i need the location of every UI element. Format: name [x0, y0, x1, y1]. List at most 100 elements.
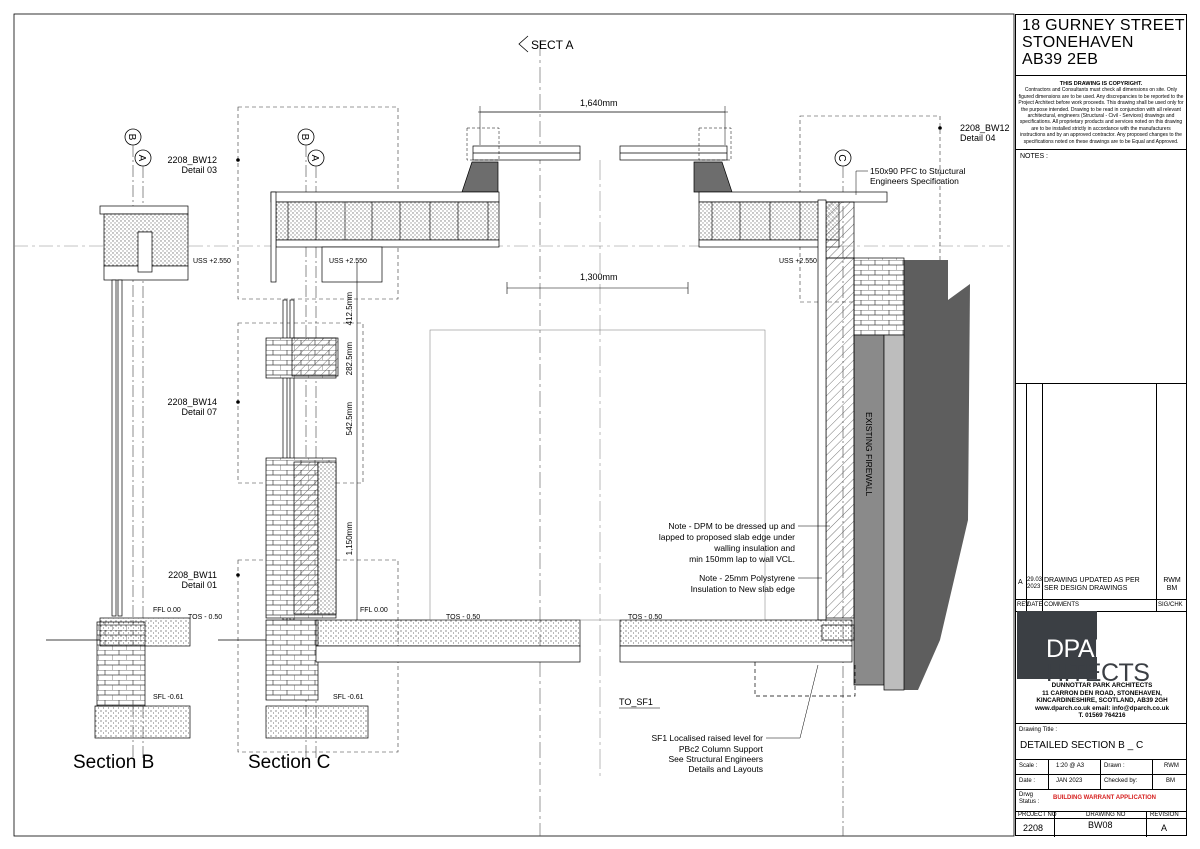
title-block: 18 GURNEY STREET STONEHAVEN AB39 2EB THI… [1015, 14, 1187, 837]
rev-date: 29.03 2023 [1027, 577, 1043, 590]
roof-far-left [99, 205, 189, 281]
grid-bubbles: B A B A C [124, 128, 852, 167]
dim-282: 282.5mm [345, 342, 354, 376]
note-pfc-1: 150x90 PFC to Structural [870, 166, 966, 176]
section-c-wall [265, 299, 339, 701]
project-no-value: 2208 [1023, 823, 1044, 833]
dim-1640: 1,640mm [580, 98, 618, 108]
sect-a-label: SECT A [531, 38, 573, 52]
date-value: JAN 2023 [1056, 778, 1083, 784]
section-c-title: Section C [248, 752, 330, 773]
level-uss-3: USS +2.550 [779, 258, 817, 265]
dim-1150: 1,150mm [345, 522, 354, 556]
revision-label: REVISION [1150, 812, 1179, 818]
drawing-title-label: Drawing Title : [1019, 727, 1058, 733]
dim-542: 542.5mm [345, 402, 354, 436]
level-tos-3: TOS - 0.50 [628, 614, 662, 621]
detail-ref-bw12b-code: 2208_BW12 [960, 123, 1010, 133]
drawn-label: Drawn : [1104, 763, 1125, 769]
drawing-no-value: BW08 [1088, 820, 1113, 830]
rooflight [461, 106, 733, 193]
firewall-label: EXISTING FIREWALL [864, 412, 874, 497]
note-poly-1: Note - 25mm Polystyrene [699, 573, 795, 583]
checked-label: Checked by: [1104, 778, 1138, 784]
checked-value: BM [1166, 778, 1175, 784]
rev-header-comments: COMMENTS [1044, 602, 1079, 608]
notes-label: NOTES : [1020, 153, 1049, 160]
level-to-sf1: TO_SF1 [619, 697, 653, 707]
address-line-3: AB39 2EB [1022, 51, 1099, 68]
floor-slabs [94, 617, 856, 739]
level-sfl-2: SFL -0.61 [333, 694, 364, 701]
company-line-1: DUNNOTTAR PARK ARCHITECTS [1051, 682, 1153, 689]
rev-sig: RWM BM [1163, 577, 1181, 592]
level-uss-1: USS +2.550 [193, 258, 231, 265]
copyright-heading: THIS DRAWING IS COPYRIGHT. [1059, 81, 1143, 87]
note-dpm-3: walling insulation and [713, 543, 795, 553]
level-tos-1: TOS - 0.50 [188, 614, 222, 621]
level-ffl-1: FFL 0.00 [153, 607, 181, 614]
detail-ref-bw12b-detail: Detail 04 [960, 133, 996, 143]
company-line-5: T. 01569 764216 [1078, 712, 1126, 720]
detail-ref-bw14-detail: Detail 07 [181, 407, 217, 417]
company-line-4: www.dparch.co.uk email: info@dparch.co.u… [1035, 704, 1169, 712]
section-b-title: Section B [73, 752, 154, 773]
detail-ref-bw11-detail: Detail 01 [181, 580, 217, 590]
note-pfc-2: Engineers Specification [870, 176, 959, 186]
address-line-1: 18 GURNEY STREET [1022, 17, 1185, 34]
company-logo [1017, 611, 1097, 679]
rev-header-sig: SIG/CHK [1158, 602, 1183, 608]
logo-wordmark: DPARC HITECTS [1046, 635, 1150, 686]
company-line-3: KINCARDINESHIRE, SCOTLAND, AB39 2GH [1036, 697, 1168, 705]
scale-value: 1:20 @ A3 [1056, 763, 1085, 769]
note-dpm-1: Note - DPM to be dressed up and [668, 521, 795, 531]
level-ffl-2: FFL 0.00 [360, 607, 388, 614]
detail-ref-bw11-code: 2208_BW11 [168, 570, 217, 580]
note-sf1-3: See Structural Engineers [669, 754, 764, 764]
grid-b-label-2: B [299, 134, 310, 141]
revision-table: A 29.03 2023 DRAWING UPDATED AS PER SER … [1016, 383, 1186, 611]
revision-value: A [1161, 823, 1168, 833]
note-poly-2: Insulation to New slab edge [691, 584, 796, 594]
detail-ref-bw12-code: 2208_BW12 [167, 155, 217, 165]
level-tos-2: TOS - 0.50 [446, 614, 480, 621]
grid-c-label: C [836, 154, 847, 161]
grid-a-label: A [136, 155, 147, 162]
copyright-note: THIS DRAWING IS COPYRIGHT. Contractors a… [1018, 81, 1184, 145]
company-details: DUNNOTTAR PARK ARCHITECTS 11 CARRON DEN … [1020, 682, 1184, 720]
note-dpm-2: lapped to proposed slab edge under [659, 532, 795, 542]
roof-left [270, 191, 500, 283]
dimensions [356, 111, 725, 620]
detail-ref-bw12-detail: Detail 03 [181, 165, 217, 175]
detail-ref-bw14-code: 2208_BW14 [167, 397, 217, 407]
grid-a-label-2: A [309, 155, 320, 162]
status-label: Drwg Status : [1019, 792, 1040, 805]
drawing-no-label: DRAWING NO [1086, 812, 1126, 818]
company-line-2: 11 CARRON DEN ROAD, STONEHAVEN, [1042, 689, 1162, 697]
drawn-value: RWM [1164, 763, 1179, 769]
copyright-text: Contractors and Consultants must check a… [1018, 87, 1184, 145]
note-dpm-4: min 150mm lap to wall VCL. [689, 554, 795, 564]
rev-letter: A [1018, 579, 1023, 586]
grid-b-label: B [126, 134, 137, 141]
rev-comment: DRAWING UPDATED AS PER SER DESIGN DRAWIN… [1044, 577, 1140, 592]
status-value: BUILDING WARRANT APPLICATION [1053, 795, 1156, 801]
note-sf1-4: Details and Layouts [688, 764, 763, 774]
note-sf1-1: SF1 Localised raised level for [651, 733, 763, 743]
drawing-title: DETAILED SECTION B _ C [1020, 740, 1144, 751]
scale-label: Scale : [1019, 763, 1038, 769]
existing-firewall [817, 199, 970, 691]
note-sf1-2: PBc2 Column Support [679, 744, 764, 754]
dim-412: 412.5mm [345, 292, 354, 326]
roof-right [698, 191, 888, 259]
project-no-label: PROJECT NO [1018, 812, 1057, 818]
date-label: Date : [1019, 778, 1036, 784]
level-uss-2: USS +2.550 [329, 258, 367, 265]
rev-header-date: DATE [1027, 602, 1043, 608]
address-line-2: STONEHAVEN [1022, 34, 1134, 51]
level-sfl-1: SFL -0.61 [153, 694, 184, 701]
logo-part-1: DPARC [1046, 635, 1130, 663]
project-address: 18 GURNEY STREET STONEHAVEN AB39 2EB [1022, 17, 1185, 68]
dim-1300: 1,300mm [580, 272, 618, 282]
